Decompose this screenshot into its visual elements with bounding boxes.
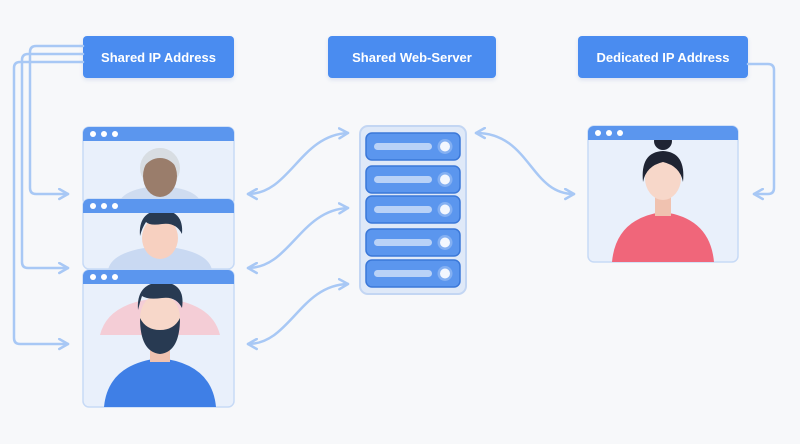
server-unit <box>365 165 461 194</box>
shared-ip-arrows <box>12 44 85 351</box>
arrow-icon <box>746 62 776 201</box>
window-dots-icon <box>90 131 118 137</box>
person-shirt <box>612 212 714 262</box>
arrow-icon <box>474 126 576 201</box>
shared-web-server-label: Shared Web-Server <box>328 36 496 78</box>
server-unit <box>365 259 461 288</box>
server-shared-arrows <box>246 127 350 351</box>
server-dedicated-arrow <box>474 126 576 201</box>
browser-window-shared-3 <box>82 269 235 408</box>
window-dots-icon <box>90 203 118 209</box>
window-dots-icon <box>595 130 623 136</box>
browser-window-dedicated <box>587 125 739 263</box>
arrow-icon <box>20 52 85 275</box>
server-unit <box>365 195 461 224</box>
dedicated-ip-label: Dedicated IP Address <box>578 36 748 78</box>
window-dots-icon <box>90 274 118 280</box>
arrow-icon <box>246 202 350 275</box>
arrow-icon <box>246 277 350 351</box>
browser-window-shared-2 <box>82 198 235 270</box>
dedicated-ip-arrow <box>746 62 776 201</box>
server-unit <box>365 228 461 257</box>
arrow-icon <box>246 127 350 201</box>
arrow-icon <box>12 60 85 351</box>
browser-window-shared-1 <box>82 126 235 206</box>
server-icon <box>359 125 467 295</box>
arrow-icon <box>28 44 85 201</box>
person-shirt <box>104 358 216 407</box>
server-unit <box>365 132 461 161</box>
shared-ip-label: Shared IP Address <box>83 36 234 78</box>
